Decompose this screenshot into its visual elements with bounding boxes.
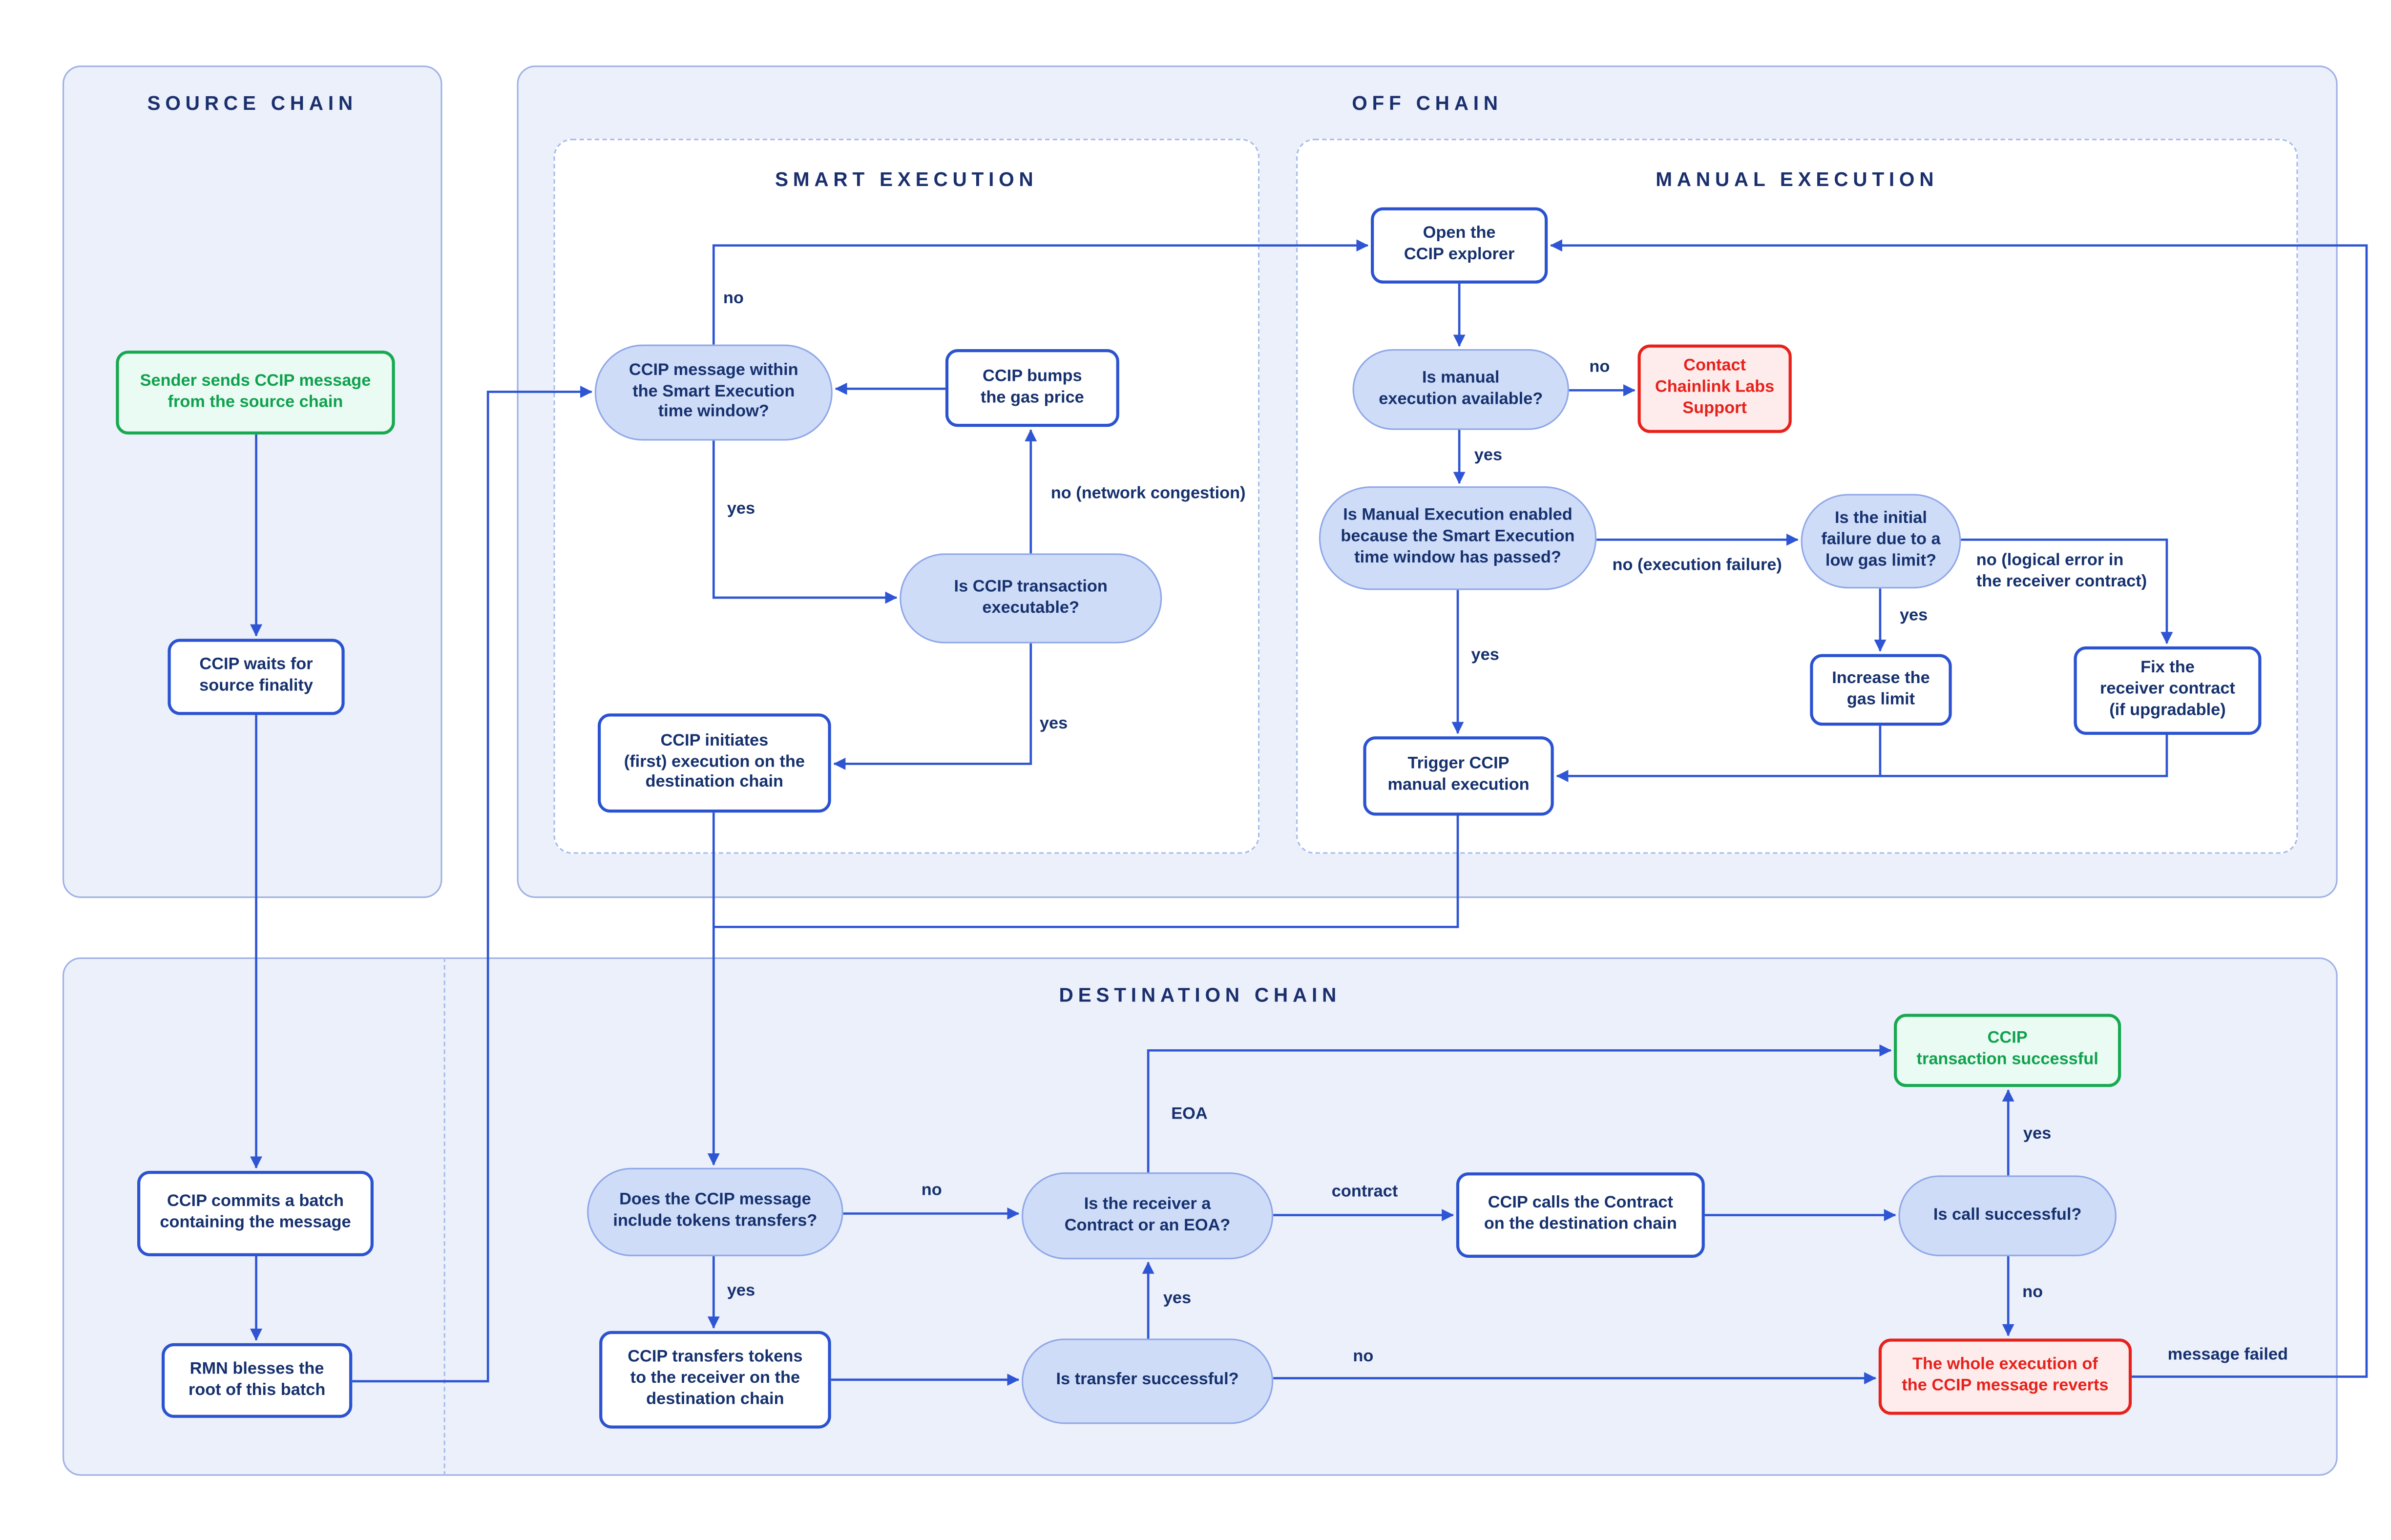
edge-label-call-no-to-reverts: no — [2022, 1283, 2043, 1302]
destination-source-divider — [443, 957, 445, 1476]
transfer-successful-node: Is transfer successful? — [1022, 1338, 1274, 1424]
manual-execution-title: MANUAL EXECUTION — [1656, 167, 1939, 191]
edge-label-transfer-no-to-reverts: no — [1353, 1347, 1374, 1366]
open-ccip-explorer-node: Open the CCIP explorer — [1371, 207, 1548, 284]
smart-execution-title: SMART EXECUTION — [775, 167, 1038, 191]
edge-label-manual-available-yes: yes — [1474, 446, 1503, 465]
edge-smart-window-no-to-open — [712, 239, 1369, 345]
edge-label-manual-enabled-yes: yes — [1471, 646, 1499, 665]
edge-label-smart-window-yes-to-exec: yes — [727, 499, 755, 519]
receiver-contract-or-eoa-node: Is the receiver a Contract or an EOA? — [1022, 1172, 1274, 1260]
bumps-gas-price-node: CCIP bumps the gas price — [945, 349, 1119, 427]
off-chain-title: OFF CHAIN — [1352, 91, 1503, 115]
edge-reverts-to-open — [1550, 239, 2368, 1378]
contact-support-node: Contact Chainlink Labs Support — [1637, 344, 1792, 433]
edge-label-receiver-contract-to-call: contract — [1331, 1183, 1398, 1201]
edge-label-transfer-yes-to-receiver: yes — [1163, 1290, 1192, 1308]
waits-source-finality-node: CCIP waits for source finality — [168, 639, 345, 715]
edge-label-tokens-yes-to-transfers: yes — [727, 1282, 755, 1300]
increase-gas-limit-node: Increase the gas limit — [1810, 654, 1952, 726]
edge-label-manual-available-no: no — [1589, 358, 1610, 376]
edge-label-tokens-no-to-receiver: no — [921, 1181, 942, 1200]
trigger-manual-exec-node: Trigger CCIP manual execution — [1363, 736, 1554, 816]
transfers-tokens-node: CCIP transfers tokens to the receiver on… — [599, 1331, 831, 1429]
edge-label-exec-no-to-bumps: no (network congestion) — [1050, 484, 1246, 503]
manual-exec-enabled-node: Is Manual Execution enabled because the … — [1319, 486, 1597, 590]
initiates-execution-node: CCIP initiates (first) execution on the … — [597, 713, 831, 813]
edge-initial-failure-no-to-fix — [1961, 538, 2173, 645]
tx-executable-node: Is CCIP transaction executable? — [900, 553, 1162, 644]
call-successful-node: Is call successful? — [1898, 1175, 2117, 1256]
edge-rmn-to-smart-window — [352, 385, 593, 1383]
execution-reverts-node: The whole execution of the CCIP message … — [1878, 1338, 2132, 1415]
edge-smart-window-yes-to-exec — [712, 440, 898, 604]
edge-trigger-to-junction — [713, 815, 1459, 928]
source-chain-panel: SOURCE CHAIN — [63, 65, 442, 898]
edge-fix-to-trigger — [1556, 734, 2168, 782]
manual-exec-available-node: Is manual execution available? — [1352, 349, 1569, 430]
edge-label-manual-enabled-no: no (execution failure) — [1612, 556, 1782, 575]
sender-sends-message-node: Sender sends CCIP message from the sourc… — [116, 351, 395, 435]
fix-receiver-contract-node: Fix the receiver contract (if upgradable… — [2074, 646, 2262, 735]
calls-contract-node: CCIP calls the Contract on the destinati… — [1456, 1172, 1705, 1258]
edge-receiver-eoa-to-success — [1147, 1044, 1892, 1173]
rmn-blesses-root-node: RMN blesses the root of this batch — [161, 1343, 353, 1418]
source-chain-title: SOURCE CHAIN — [147, 91, 357, 115]
destination-chain-title: DESTINATION CHAIN — [1059, 983, 1342, 1006]
initial-failure-gas-node: Is the initial failure due to a low gas … — [1801, 494, 1961, 589]
edge-label-receiver-eoa-to-success: EOA — [1171, 1105, 1208, 1124]
smart-time-window-node: CCIP message within the Smart Execution … — [594, 344, 833, 441]
edge-exec-yes-to-initiates — [833, 643, 1032, 770]
commits-batch-node: CCIP commits a batch containing the mess… — [137, 1171, 374, 1256]
edge-label-initial-failure-yes: yes — [1899, 606, 1928, 625]
edge-label-exec-yes-to-initiates: yes — [1039, 714, 1068, 733]
edge-label-call-yes-to-success: yes — [2023, 1124, 2052, 1144]
tx-successful-node: CCIP transaction successful — [1894, 1014, 2121, 1087]
includes-token-transfers-node: Does the CCIP message include tokens tra… — [587, 1167, 843, 1256]
edge-label-initial-failure-no-to-fix: no (logical error in the receiver contra… — [1976, 551, 2147, 592]
edge-label-smart-window-no-to-open: no — [723, 289, 744, 308]
edge-label-reverts-to-open: message failed — [2167, 1346, 2288, 1365]
